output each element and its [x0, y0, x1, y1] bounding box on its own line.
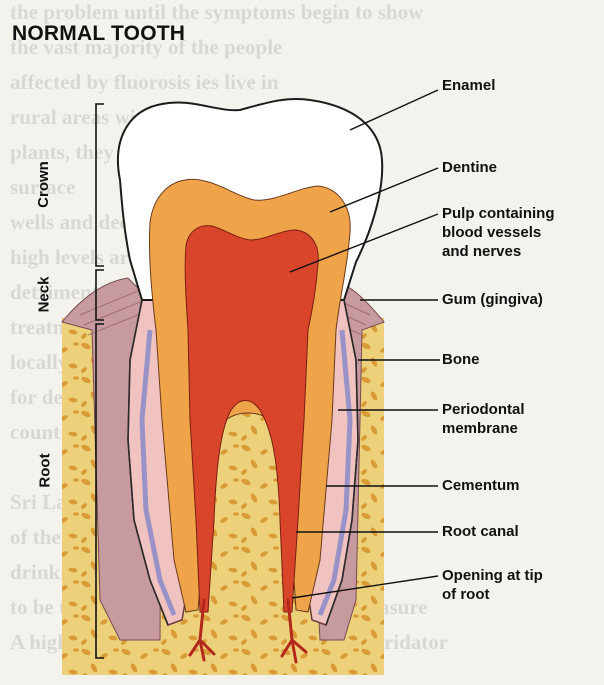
label-opening: Opening at tip of root	[442, 566, 543, 604]
label-periodontal-line2: membrane	[442, 419, 525, 438]
region-label-neck: Neck	[35, 277, 52, 313]
label-pulp-line1: Pulp containing	[442, 204, 555, 223]
label-opening-line1: Opening at tip	[442, 566, 543, 585]
label-periodontal: Periodontal membrane	[442, 400, 525, 438]
crown-bracket	[96, 104, 104, 266]
leader-enamel	[350, 90, 438, 130]
label-opening-line2: of root	[442, 585, 543, 604]
label-dentine: Dentine	[442, 158, 497, 177]
diagram-title: NORMAL TOOTH	[12, 22, 185, 46]
label-bone: Bone	[442, 350, 480, 369]
label-enamel: Enamel	[442, 76, 495, 95]
label-cementum: Cementum	[442, 476, 520, 495]
label-pulp: Pulp containing blood vessels and nerves	[442, 204, 555, 261]
label-periodontal-line1: Periodontal	[442, 400, 525, 419]
label-pulp-line3: and nerves	[442, 242, 555, 261]
region-label-crown: Crown	[35, 161, 52, 208]
label-pulp-line2: blood vessels	[442, 223, 555, 242]
region-label-root: Root	[37, 453, 54, 487]
label-root-canal: Root canal	[442, 522, 519, 541]
label-gum: Gum (gingiva)	[442, 290, 543, 309]
